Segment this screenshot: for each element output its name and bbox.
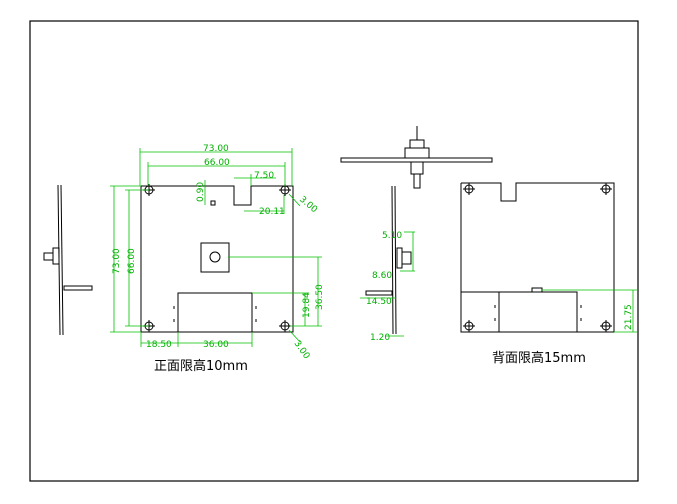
mounting-hole: [600, 320, 612, 332]
front-caption: 正面限高10mm: [154, 358, 248, 374]
dim-label: 3.00: [297, 195, 319, 216]
mounting-hole: [600, 183, 612, 195]
back-view: [460, 182, 615, 333]
center-connector: [200, 242, 230, 273]
dim-label: 1.20: [370, 333, 390, 343]
front-view-dimensions: 73.00 66.00 7.50 0.90 3.00 20.11 73.00 6…: [110, 144, 325, 361]
dim-label: 5.10: [382, 231, 402, 241]
dim-label: 36.50: [315, 284, 325, 310]
right-side-dimensions: 5.10 8.60 14.50 1.20: [360, 231, 415, 343]
dim-label: 3.00: [292, 339, 312, 361]
right-side-view: [365, 185, 412, 335]
dim-label: 14.50: [366, 297, 392, 307]
dim-label: 66.00: [127, 248, 137, 274]
dim-label: 18.50: [146, 340, 172, 350]
dim-label: 73.00: [203, 144, 229, 154]
dim-label: 8.60: [372, 271, 392, 281]
dim-label: 66.00: [204, 158, 230, 168]
back-caption: 背面限高15mm: [492, 350, 586, 366]
top-side-view: [340, 126, 493, 189]
left-side-view: [43, 184, 93, 336]
mounting-hole: [463, 183, 475, 195]
dim-label: 21.75: [624, 304, 634, 330]
dim-label: 20.11: [259, 207, 285, 217]
mounting-hole: [463, 320, 475, 332]
bottom-module: [177, 292, 253, 333]
back-view-dimensions: 21.75: [542, 289, 637, 333]
dim-label: 19.84: [302, 292, 312, 318]
dim-label: 7.50: [254, 171, 274, 181]
mounting-hole: [279, 320, 291, 332]
drawing-frame: [29, 20, 639, 482]
dim-label: 36.00: [203, 340, 229, 350]
dim-label: 0.90: [196, 182, 206, 202]
dim-label: 73.00: [112, 248, 122, 274]
